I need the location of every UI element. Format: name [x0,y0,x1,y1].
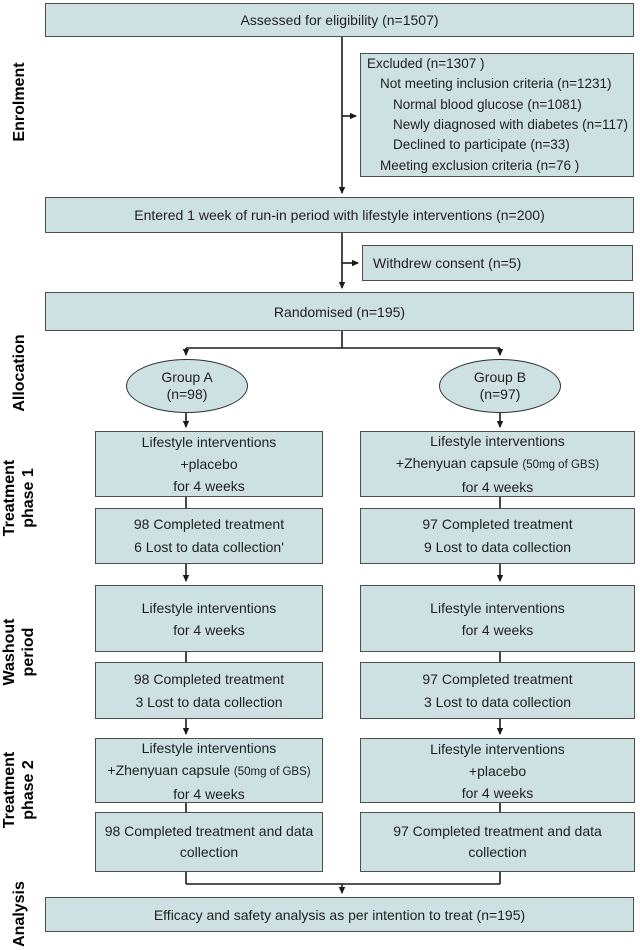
group-b-count: (n=97) [479,386,521,402]
capsule-text: +Zhenyuan capsule [395,455,523,471]
intervention-line: Lifestyle interventions [430,599,565,616]
excluded-box: Excluded (n=1307 ) Not meeting inclusion… [360,53,634,177]
outcome-line: collection [468,844,527,860]
outcome-line: 3 Lost to data collection [135,693,283,710]
outcome-line: 97 Completed treatment [422,670,573,687]
phase2-right-intervention-box: Lifestyle interventions +placebo for 4 w… [360,738,635,803]
capsule-text: +Zhenyuan capsule [107,761,234,778]
outcome-line: collection [179,844,239,860]
excluded-new-diabetes-text: Newly diagnosed with diabetes (n=117) [393,117,629,132]
intervention-line: for 4 weeks [461,784,534,801]
washout-right-intervention-box: Lifestyle interventions for 4 weeks [360,585,635,652]
outcome-line: 98 Completed treatment [133,516,285,532]
intervention-line: Lifestyle interventions [141,739,277,756]
excluded-inclusion-text: Not meeting inclusion criteria (n=1231) [380,76,612,92]
randomised-box: Randomised (n=195) [45,292,634,331]
withdrew-consent-text: Withdrew consent (n=5) [373,255,522,271]
stage-label-text: Analysis [10,881,28,947]
stage-label-text: phase 1 [20,468,37,528]
excluded-normal-glucose-text: Normal blood glucose (n=1081) [393,96,582,112]
washout-left-outcome-box: 98 Completed treatment 3 Lost to data co… [95,662,323,719]
washout-right-outcome-box: 97 Completed treatment 3 Lost to data co… [360,662,635,719]
phase1-left-outcome-box: 98 Completed treatment 6 Lost to data co… [95,508,323,564]
outcome-line: 97 Completed treatment [422,516,573,532]
group-a-count: (n=98) [166,386,208,402]
stage-label-text: Allocation [10,334,28,412]
withdrew-consent-box: Withdrew consent (n=5) [362,245,633,281]
intervention-line: for 4 weeks [173,478,245,494]
outcome-line: 9 Lost to data collection [423,539,572,555]
phase2-right-outcome-box: 97 Completed treatment and data collecti… [360,812,635,872]
stage-label-text: Washout [1,618,18,686]
stage-label-enrolment: Enrolment [0,27,41,177]
intervention-line: for 4 weeks [461,479,534,495]
group-a-ellipse: Group A (n=98) [126,359,248,413]
outcome-line: 6 Lost to data collection' [134,539,284,555]
stage-label-washout-period: Washout period [0,577,41,727]
phase2-left-outcome-box: 98 Completed treatment and data collecti… [95,812,323,872]
intervention-line: Lifestyle interventions [430,433,565,449]
run-in-text: Entered 1 week of run-in period with lif… [134,207,545,223]
phase1-right-intervention-box: Lifestyle interventions +Zhenyuan capsul… [360,431,635,497]
capsule-dose-text: (50mg of GBS) [233,765,311,778]
phase1-right-outcome-box: 97 Completed treatment 9 Lost to data co… [360,508,635,564]
intervention-line: +placebo [180,456,238,472]
excluded-total-text: Excluded (n=1307 ) [367,56,485,72]
intervention-line: for 4 weeks [173,785,245,802]
stage-label-text: Treatment [1,751,18,829]
outcome-line: 97 Completed treatment and data [393,823,602,839]
phase2-left-intervention-box: Lifestyle interventions +Zhenyuan capsul… [95,738,323,803]
intervention-line: Lifestyle interventions [430,740,565,757]
analysis-box: Efficacy and safety analysis as per inte… [45,897,634,932]
capsule-dose-text: (50mg of GBS) [522,459,600,471]
group-a-name: Group A [161,368,213,385]
intervention-line: for 4 weeks [461,621,534,638]
group-b-name: Group B [473,368,527,385]
intervention-line: Lifestyle interventions [141,434,277,450]
assessed-eligibility-text: Assessed for eligibility (n=1507) [240,12,439,28]
phase1-left-intervention-box: Lifestyle interventions +placebo for 4 w… [95,431,323,497]
stage-label-text: Treatment [1,459,18,537]
outcome-line: 98 Completed treatment [133,670,285,687]
outcome-line: 98 Completed treatment and data [104,823,314,839]
group-b-ellipse: Group B (n=97) [439,359,561,413]
randomised-text: Randomised (n=195) [273,303,406,320]
assessed-eligibility-box: Assessed for eligibility (n=1507) [45,3,634,37]
stage-label-text: Enrolment [10,62,28,142]
excluded-exclusion-criteria-text: Meeting exclusion criteria (n=76 ) [380,157,580,173]
intervention-line: for 4 weeks [173,621,245,638]
intervention-line: Lifestyle interventions [141,599,277,616]
stage-label-treatment-phase-1: Treatment phase 1 [0,423,41,573]
outcome-line: 3 Lost to data collection [423,693,572,710]
run-in-box: Entered 1 week of run-in period with lif… [45,197,634,233]
intervention-line: +placebo [468,762,527,779]
stage-label-analysis: Analysis [0,839,41,950]
excluded-declined-text: Declined to participate (n=33) [393,137,570,153]
stage-label-text: phase 2 [20,760,37,820]
stage-label-text: period [20,627,37,677]
analysis-text: Efficacy and safety analysis as per inte… [153,906,526,923]
washout-left-intervention-box: Lifestyle interventions for 4 weeks [95,585,323,652]
